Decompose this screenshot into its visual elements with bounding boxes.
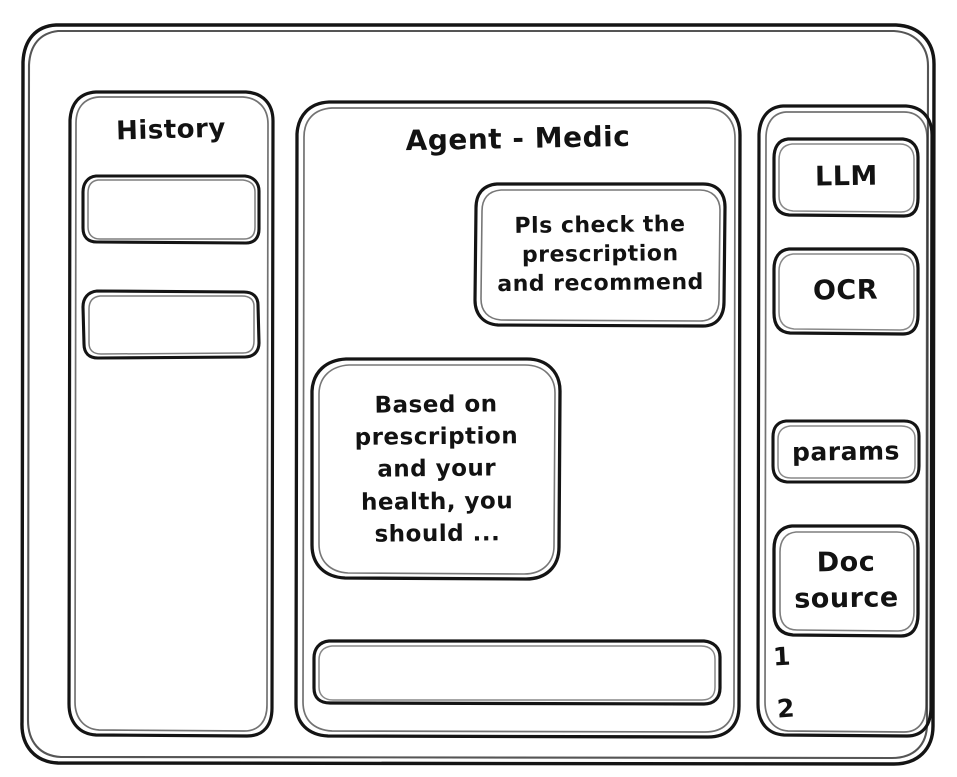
chat-panel: Agent - Medic Pls check the prescription…: [293, 98, 743, 740]
app-window: History Agent - Medic: [18, 20, 938, 768]
tool-doc-source-label: Doc source: [793, 546, 899, 615]
agent-message-text: Based on prescription and your health, y…: [354, 390, 519, 547]
doc-source-list-item[interactable]: 2: [776, 693, 796, 724]
tools-panel: LLM OCR params Doc source 1 2: [755, 102, 935, 740]
message-input[interactable]: [323, 648, 715, 698]
history-item-frame-sketch: [81, 174, 261, 245]
tool-button-ocr[interactable]: OCR: [770, 245, 922, 337]
history-panel: History: [66, 88, 276, 740]
user-message-text: Pls check the prescription and recommend: [496, 212, 704, 298]
tool-button-llm[interactable]: LLM: [770, 135, 922, 219]
tool-button-params[interactable]: params: [770, 418, 922, 485]
history-item-frame-sketch: [81, 289, 261, 360]
chat-message-user: Pls check the prescription and recommend: [471, 180, 729, 330]
history-item[interactable]: [80, 173, 262, 245]
tool-button-doc-source[interactable]: Doc source: [770, 522, 922, 640]
chat-message-agent: Based on prescription and your health, y…: [308, 355, 565, 583]
tool-ocr-label: OCR: [813, 274, 879, 307]
history-panel-title: History: [115, 113, 227, 147]
message-composer[interactable]: [311, 638, 723, 706]
history-item[interactable]: [80, 288, 262, 360]
doc-source-list-item[interactable]: 1: [772, 641, 792, 672]
tool-llm-label: LLM: [814, 160, 878, 193]
chat-panel-title: Agent - Medic: [405, 119, 631, 158]
tool-params-label: params: [791, 435, 901, 467]
